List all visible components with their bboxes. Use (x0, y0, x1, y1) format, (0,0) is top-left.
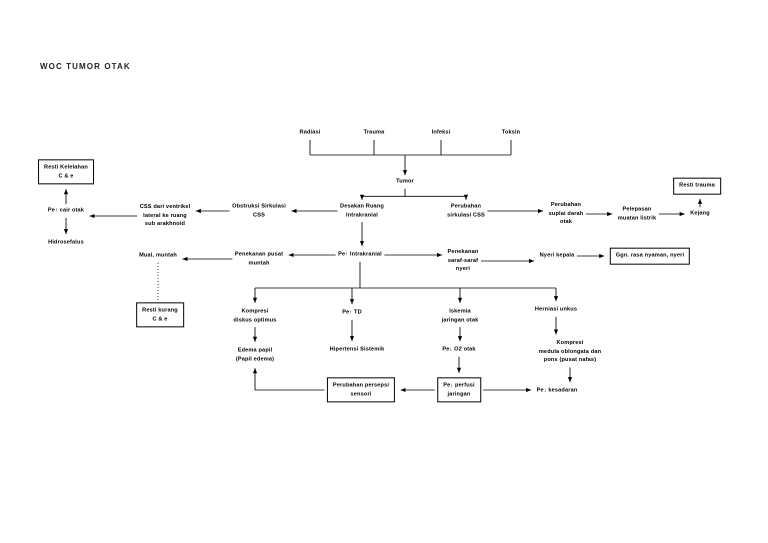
node-ggn-rasa-nyaman[interactable]: Ggn. rasa nyaman, nyeri (609, 247, 691, 265)
node-pe-cair-otak: Pe↑ cair otak (47, 207, 85, 214)
node-edema-papil: Edema papil(Papil edema) (235, 347, 275, 362)
node-toksin: Toksin (501, 129, 521, 136)
node-mual-muntah: Mual, muntah (139, 252, 177, 259)
node-radiasi: Radiasi (299, 129, 321, 136)
node-hidrosefalus: Hidrosefalus (48, 239, 84, 246)
page-title: WOC TUMOR OTAK (40, 62, 131, 71)
node-kejang: Kejang (690, 210, 710, 217)
node-resti-trauma[interactable]: Resti trauma (673, 177, 721, 195)
node-trauma: Trauma (363, 129, 385, 136)
node-pe-intrakranial: Pe↑ Intrakranial (338, 251, 382, 258)
node-herniasi-unkus: Herniasi unkus (534, 306, 578, 313)
node-pe-td: Pe↑ TD (342, 309, 362, 316)
node-hipertensi-sistemik: Hipertensi Sistemik (329, 346, 385, 353)
node-nyeri-kepala: Nyeri kepala (539, 252, 575, 259)
node-tumor: Tumor (396, 178, 414, 185)
node-pe-o2-otak: Pe↓ O2 otak (442, 346, 476, 353)
node-infeksi: Infeksi (431, 129, 451, 136)
node-pe-kesadaran: Pe↓ kesadaran (536, 387, 578, 394)
